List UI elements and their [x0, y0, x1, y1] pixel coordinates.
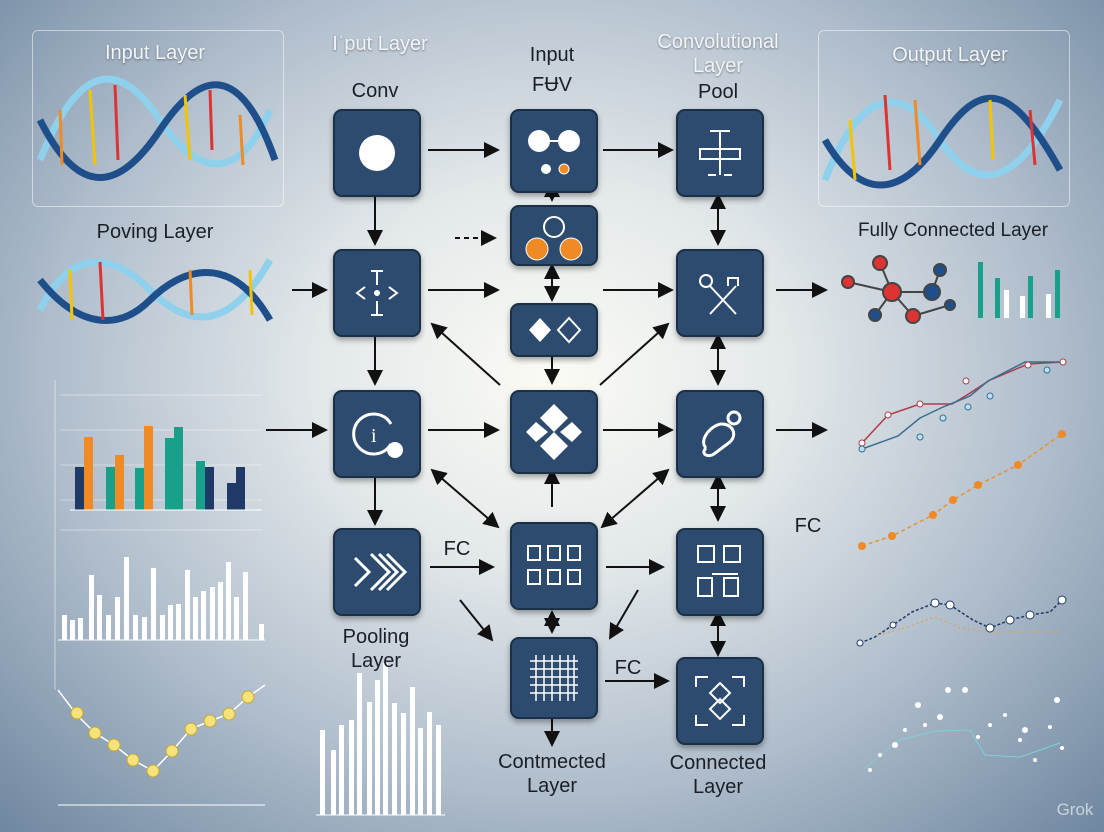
scissors-icon — [699, 274, 739, 315]
focus-frame-icon — [695, 676, 745, 726]
scatter-chart — [864, 687, 1064, 772]
node-pool[interactable] — [676, 109, 764, 197]
center-bar-chart — [316, 663, 445, 816]
info-timer-icon: i — [352, 412, 403, 458]
output-panel — [818, 30, 1070, 207]
node-grid[interactable] — [510, 522, 598, 610]
layout-icon — [697, 545, 741, 597]
grouped-bar-chart — [60, 394, 262, 531]
expand-arrows-icon — [355, 270, 399, 316]
label-fc: FC — [614, 657, 642, 679]
label-fc: FC — [443, 538, 471, 560]
diamonds-icon — [529, 316, 582, 344]
label-connected-layer: Connected Layer — [669, 752, 767, 798]
label-convolutional-layer: Convolutional Layer — [657, 31, 779, 77]
link-icon — [702, 410, 742, 458]
label-fully-connected-layer: Fully Connected Layer — [857, 220, 1049, 241]
node-info[interactable]: i — [333, 390, 421, 478]
node-chevrons[interactable] — [333, 528, 421, 616]
node-conv[interactable] — [333, 109, 421, 197]
dna-helix-icon — [36, 75, 279, 181]
circle-icon — [359, 135, 395, 171]
mesh-icon — [530, 655, 578, 701]
label-fuv: FɄV — [532, 74, 572, 96]
node-focus[interactable] — [676, 657, 764, 745]
node-layout[interactable] — [676, 528, 764, 616]
node-link[interactable] — [676, 390, 764, 478]
node-diamonds[interactable] — [510, 303, 598, 357]
orange-nodes-icon — [525, 216, 583, 261]
node-expand[interactable] — [333, 249, 421, 337]
label-pool: Pool — [697, 81, 739, 103]
mini-bar-chart-icon — [978, 262, 1060, 318]
node-scissors[interactable] — [676, 249, 764, 337]
label-conv: Conv — [351, 80, 399, 102]
dna-helix-icon — [36, 258, 274, 324]
node-center[interactable] — [510, 390, 598, 474]
mixed-line-chart — [856, 595, 1067, 647]
label-poving-layer: Poving Layer — [96, 221, 214, 243]
label-pooling-layer: Pooling Layer — [342, 626, 410, 672]
node-mesh[interactable] — [510, 637, 598, 719]
label-fc: FC — [794, 515, 822, 537]
white-bar-chart — [58, 557, 265, 641]
dna-helix-icon — [821, 94, 1064, 189]
yellow-line-chart — [57, 684, 266, 806]
pool-icon — [699, 130, 741, 176]
molecule-icon — [841, 255, 956, 324]
orange-line-chart — [858, 430, 1066, 550]
dual-line-chart — [858, 358, 1067, 453]
svg-text:i: i — [371, 425, 377, 447]
label-output-layer: Output Layer — [892, 44, 1008, 66]
node-input-fuv[interactable] — [510, 109, 598, 193]
diamond-cluster-icon — [526, 404, 582, 460]
grid-icon — [527, 545, 581, 585]
chevrons-icon — [353, 552, 408, 592]
grok-watermark: Grok — [1056, 800, 1094, 819]
label-contmected-layer: Contmected Layer — [498, 751, 606, 797]
label-input: Input — [529, 44, 575, 66]
label-input-layer-mid: Iˈput Layer — [332, 33, 428, 55]
nodes-icon — [528, 130, 580, 175]
label-input-layer: Input Layer — [104, 42, 206, 64]
node-orange-nodes[interactable] — [510, 205, 598, 266]
input-panel — [32, 30, 284, 207]
